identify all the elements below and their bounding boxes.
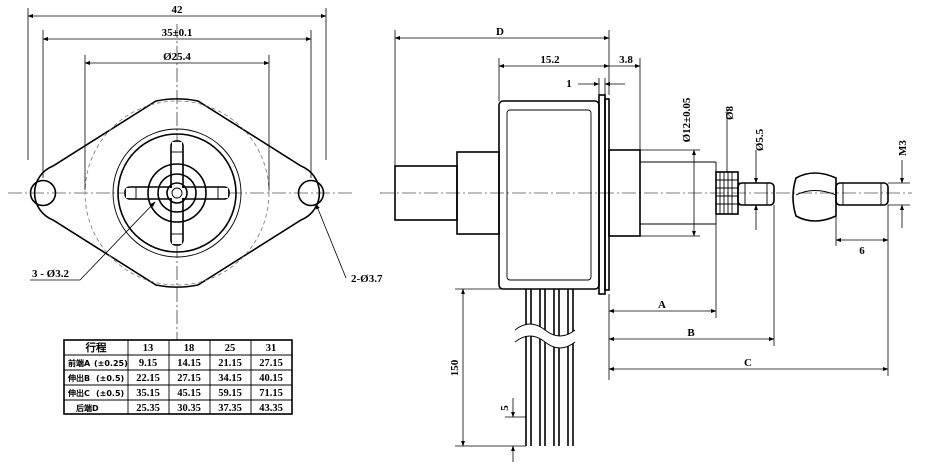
table-cell: 30.35: [177, 403, 201, 414]
leader-small-holes: [79, 201, 156, 281]
table-cell: 25.35: [136, 403, 160, 414]
lead-wires: [525, 289, 574, 446]
table-header-cell: 31: [266, 343, 277, 354]
front-view: 42 35±0.1 Ø25.4 3 - Ø3.2 2-Ø3.7: [8, 4, 383, 340]
mount-hole-left: [29, 179, 57, 207]
shaft-bore-circle: [171, 187, 183, 199]
wire-break-upper: [514, 323, 576, 337]
table-cell: 59.15: [218, 388, 242, 399]
dim-body-label: 15.2: [540, 54, 560, 66]
dim-gap-label: 1: [566, 78, 572, 90]
table-row-label: 前端A: [68, 358, 91, 368]
table-cell: 71.15: [259, 388, 283, 399]
table-row-label: 伸出C: [67, 388, 90, 398]
dim-shaft-dia-label: Ø5.5: [754, 128, 766, 151]
dim-tip-label: 6: [859, 245, 865, 257]
leader-mount-holes: [315, 203, 347, 279]
dim-d-label: D: [496, 26, 504, 38]
dim-flange-label: 3.8: [619, 54, 633, 66]
label-mount-holes: 2-Ø3.7: [351, 273, 383, 285]
thread-tip: [835, 182, 889, 206]
side-view: D 15.2 3.8 1 Ø12±0.05 Ø8 Ø5.5 M3: [380, 26, 912, 462]
table-cell: 40.15: [259, 373, 283, 384]
cross-hub: [124, 140, 230, 246]
table-cell: 27.15: [177, 373, 201, 384]
nut-knurling: [716, 172, 738, 214]
dim-b-label: B: [687, 327, 695, 339]
shaft-circle: [166, 182, 188, 204]
table-row-tol: (±0.5): [96, 374, 124, 383]
table-cell: 22.15: [136, 373, 160, 384]
dim-boss-dia-label: Ø12±0.05: [681, 97, 693, 142]
lead-shaft: [737, 182, 775, 206]
stroke-table: 行程 13 18 25 31 前端A (±0.25) 9.15 14.15 21…: [63, 339, 293, 415]
table-frame: [63, 339, 293, 415]
mounting-flange: [33, 98, 321, 288]
table-header-cell: 行程: [85, 341, 107, 354]
dim-nut-dia-label: Ø8: [724, 105, 736, 120]
label-small-holes: 3 - Ø3.2: [32, 268, 69, 280]
table-cell: 37.35: [218, 403, 242, 414]
table-row-label: 伸出B: [67, 373, 90, 383]
dim-hole-spacing-label: 35±0.1: [162, 27, 193, 39]
extended-shaft-break: [792, 172, 837, 222]
table-header-cell: 13: [143, 343, 154, 354]
break-line: [795, 190, 837, 196]
dim-c-label: C: [744, 357, 752, 369]
table-row-tol: (±0.25): [94, 359, 128, 368]
boss-inner-circle: [117, 133, 237, 253]
mount-hole-right: [297, 179, 325, 207]
table-row-label: 后端D: [76, 403, 99, 413]
body-outline-hidden: [84, 100, 270, 286]
table-cell: 34.15: [218, 373, 242, 384]
hub-circle: [147, 163, 207, 223]
wire-break-lower: [514, 335, 576, 349]
motor-body: [498, 100, 600, 290]
table-cell: 9.15: [139, 358, 157, 369]
table-row-tol: (±0.5): [96, 389, 124, 398]
table-cell: 43.35: [259, 403, 283, 414]
motor-body-inner: [506, 109, 592, 281]
table-header-cell: 18: [184, 343, 195, 354]
dim-body-dia-label: Ø25.4: [163, 51, 191, 63]
front-boss: [608, 149, 641, 237]
table-cell: 21.15: [218, 358, 242, 369]
dim-a-label: A: [658, 299, 666, 311]
table-cell: 14.15: [177, 358, 201, 369]
dim-lead-len-label: 150: [449, 359, 461, 376]
dim-strip-label: 5: [499, 405, 511, 411]
dim-overall-label: 42: [172, 4, 184, 16]
table-cell: 27.15: [259, 358, 283, 369]
table-cell: 35.15: [136, 388, 160, 399]
table-cell: 45.15: [177, 388, 201, 399]
table-header-cell: 25: [225, 343, 236, 354]
boss-outer-circle: [112, 128, 242, 258]
shaft-collar-circle: [157, 173, 197, 213]
dim-thread-label: M3: [897, 140, 909, 156]
front-flange-plate: [598, 94, 606, 295]
